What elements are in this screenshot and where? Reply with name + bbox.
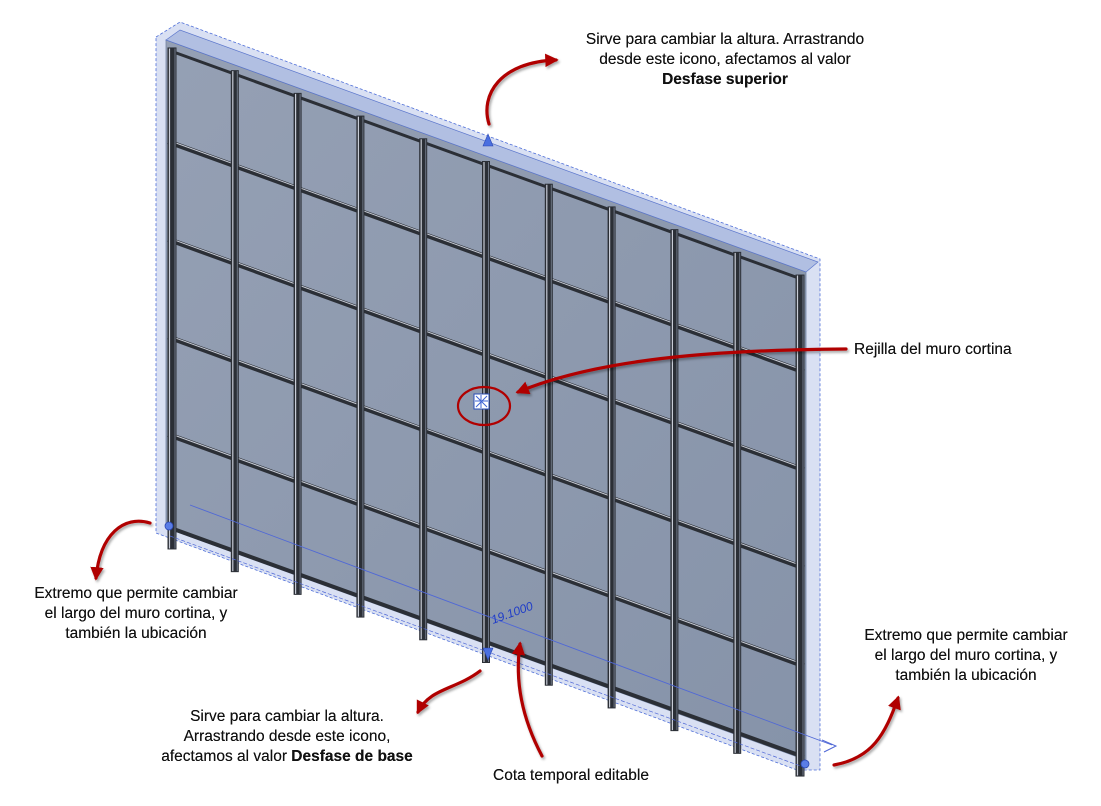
callout-right-line2: el largo del muro cortina, y [874,647,1058,664]
callout-left-line3: también la ubicación [65,625,207,642]
highlight-circle [456,385,512,427]
callout-arrows [90,53,901,767]
arrow-top [485,53,559,126]
callout-right-line3: también la ubicación [895,667,1037,684]
callout-left-line2: el largo del muro cortina, y [44,605,228,622]
callout-right-line1: Extremo que permite cambiar [864,627,1068,644]
top-offset-handle-icon[interactable] [482,133,494,147]
callout-dimension-text: Cota temporal editable [493,767,649,784]
arrow-base [416,669,482,715]
callout-top-offset: Sirve para cambiar la altura. Arrastrand… [540,30,910,90]
callout-right-end: Extremo que permite cambiar el largo del… [836,626,1096,686]
vertical-mullion [607,206,616,709]
arrow-right-end [832,695,901,767]
grid-move-icon[interactable] [473,393,490,410]
callout-base-offset: Sirve para cambiar la altura. Arrastrand… [152,707,422,767]
callout-dimension: Cota temporal editable [493,766,649,786]
callout-left-line1: Extremo que permite cambiar [34,585,238,602]
callout-top-bold: Desfase superior [662,71,788,88]
vertical-mullion [482,161,490,663]
arrow-dimension [511,641,544,758]
vertical-mullion [795,274,805,777]
arrow-grid [515,347,848,395]
callout-top-line1: Sirve para cambiar la altura. Arrastrand… [585,31,865,48]
wall-top-edge [165,29,819,273]
vertical-mullion [670,229,679,732]
callout-base-line2: Arrastrando desde este icono, [183,728,391,745]
callout-base-line3-prefix: afectamos al valor [161,748,292,765]
vertical-mullion [293,92,302,595]
callout-base-line1: Sirve para cambiar la altura. [190,708,384,725]
vertical-mullion [544,183,553,686]
vertical-mullion [356,115,365,618]
base-offset-handle-icon[interactable] [482,647,494,661]
vertical-mullion [230,70,239,573]
callout-top-line2: desde este icono, afectamos al valor [599,51,851,68]
callout-left-end: Extremo que permite cambiar el largo del… [0,584,272,644]
arrow-left-end [90,519,152,581]
callout-base-line3-bold: Desfase de base [291,748,413,765]
left-end-handle-icon[interactable] [164,521,174,531]
right-end-handle-icon[interactable] [800,759,810,769]
vertical-mullion [733,251,742,754]
vertical-mullion [419,138,428,641]
mullion-group [167,47,805,777]
callout-grid-text: Rejilla del muro cortina [854,341,1012,358]
callout-grid: Rejilla del muro cortina [854,340,1012,360]
vertical-mullion [167,47,177,550]
